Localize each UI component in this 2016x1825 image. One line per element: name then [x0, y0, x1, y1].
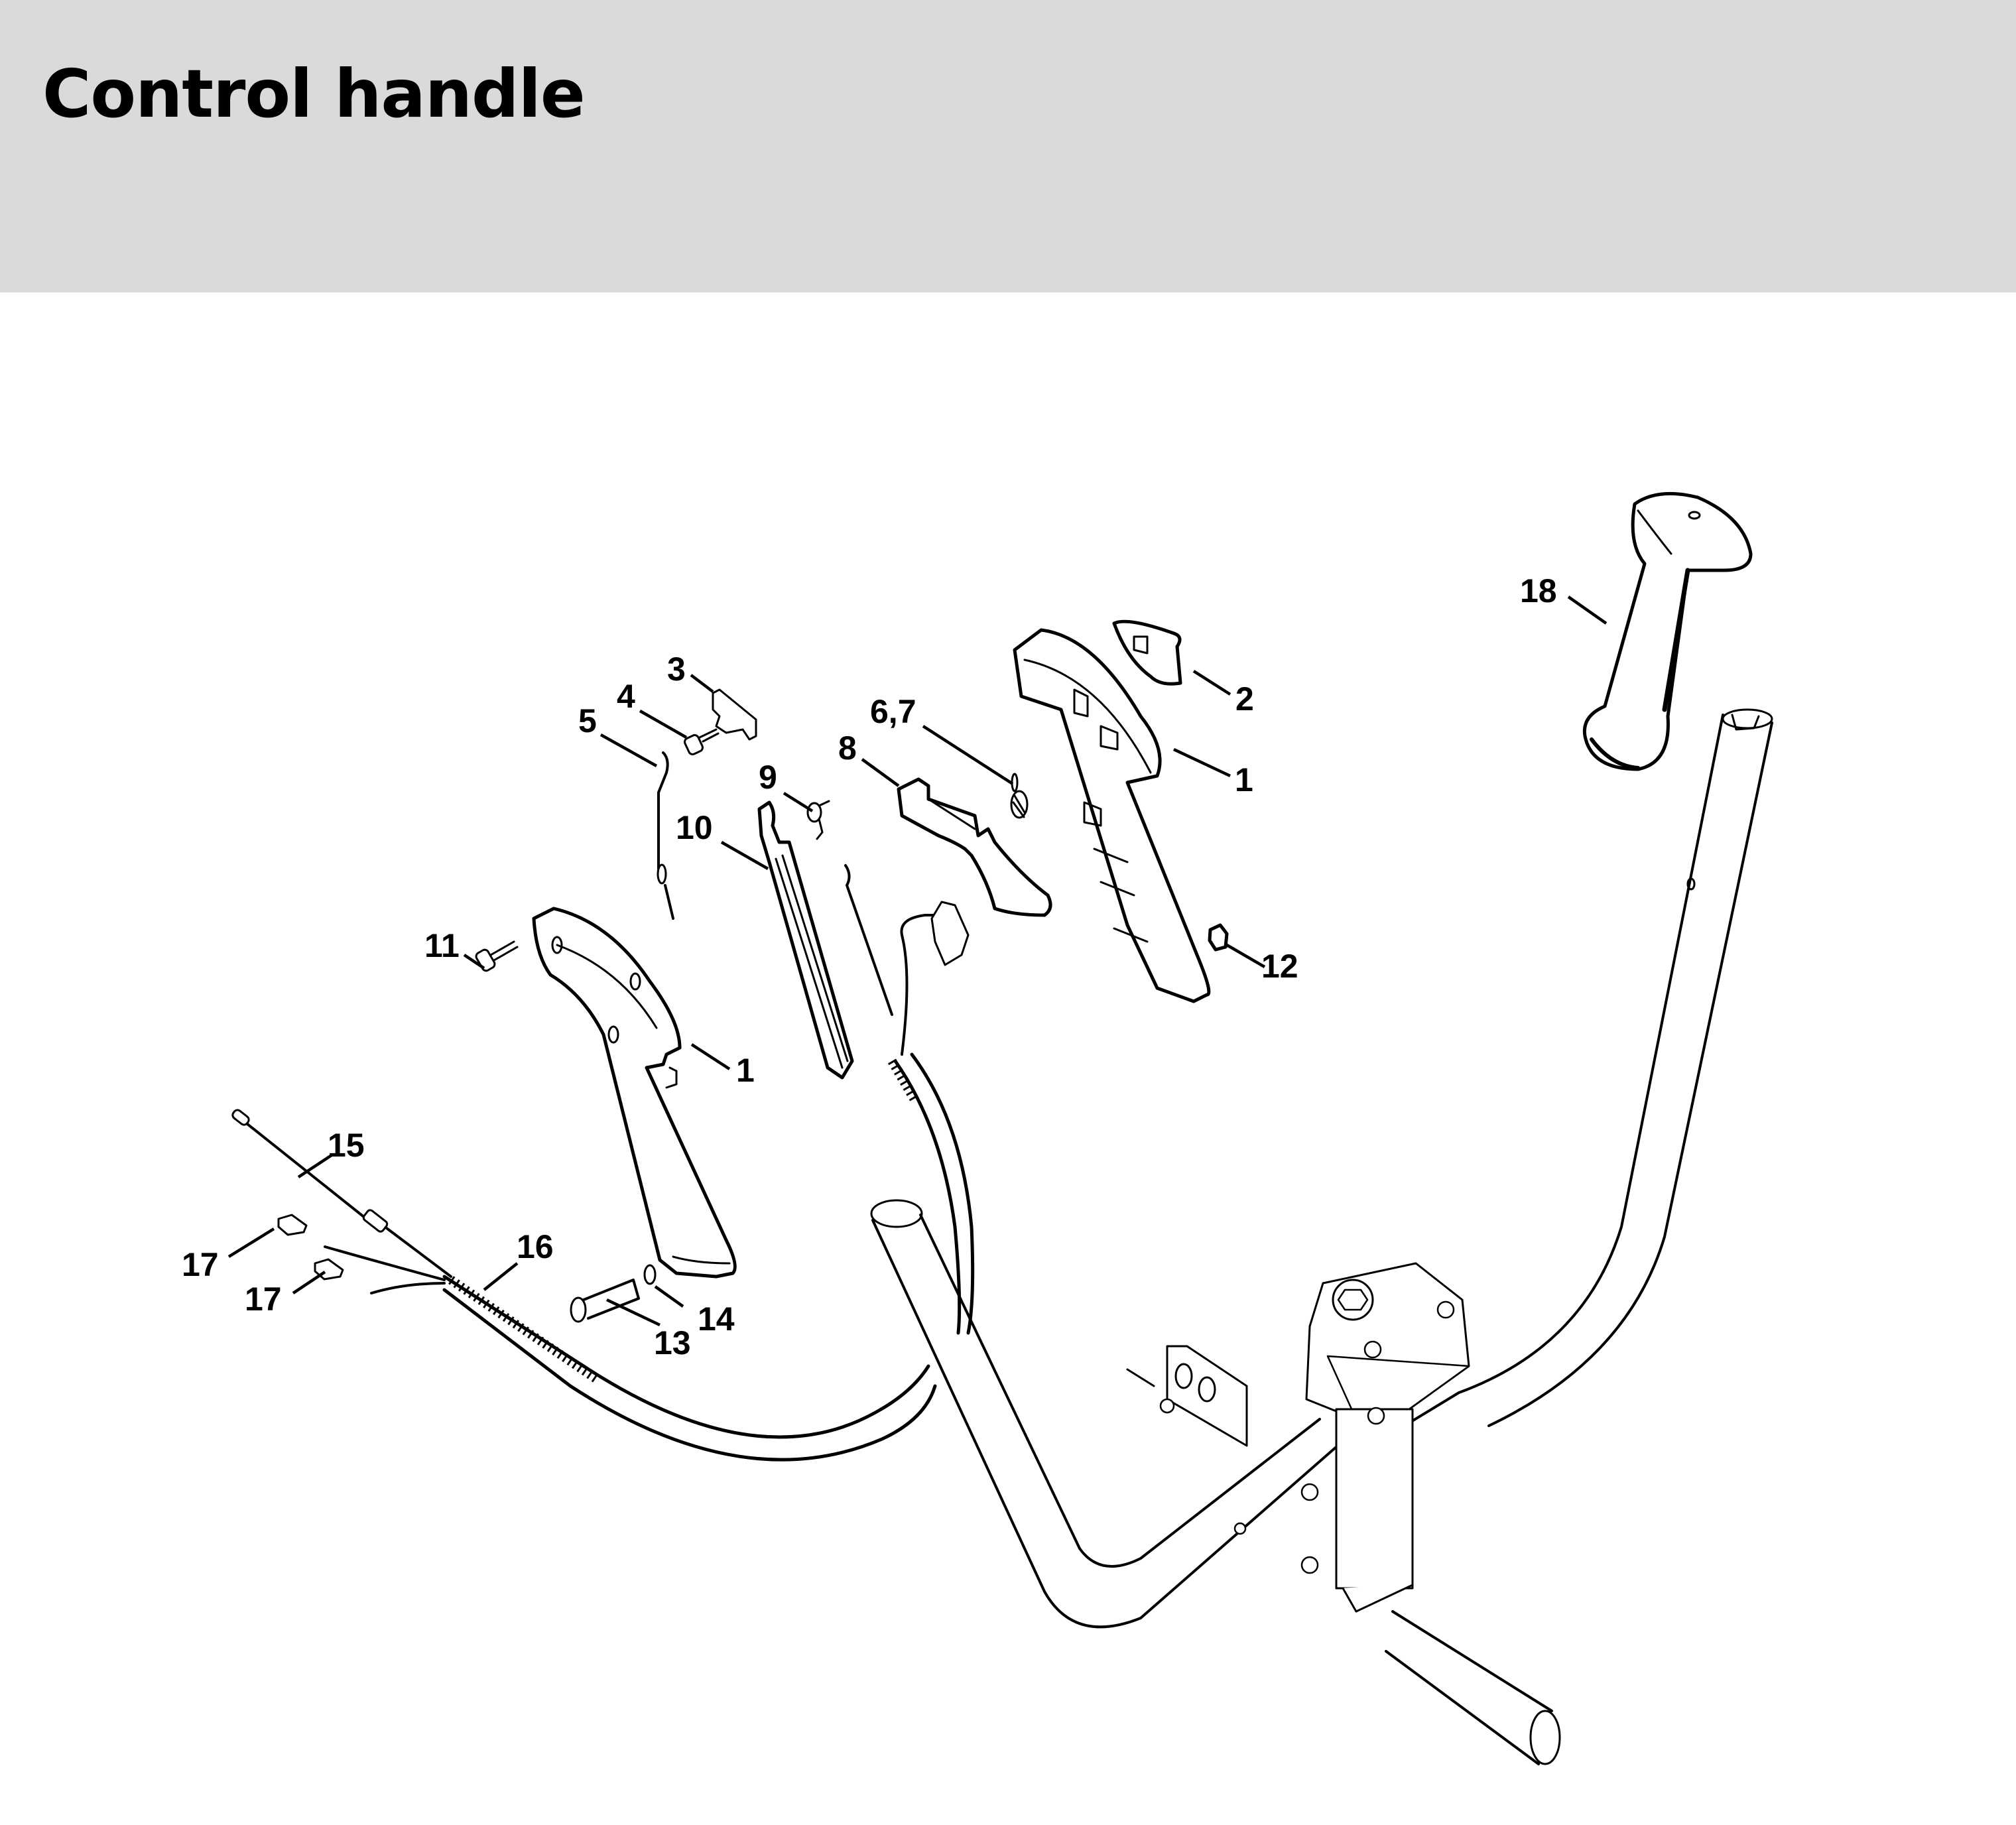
part-lock-lever [712, 688, 757, 741]
callout-1-upper: 1 [1235, 761, 1253, 798]
part-cable-hose [324, 901, 975, 1462]
callout-labels: 18 3 2 4 6,7 5 8 1 9 10 11 12 1 15 16 17… [182, 572, 1557, 1361]
part-screw-small [684, 728, 720, 755]
callout-17-b: 17 [245, 1281, 282, 1318]
part-bolt [570, 1279, 640, 1323]
part-slide-control [1112, 619, 1182, 686]
callout-6-7: 6,7 [870, 693, 916, 730]
leader-17b [292, 1271, 326, 1294]
leader-12 [1226, 944, 1266, 968]
callout-10: 10 [676, 809, 713, 846]
part-interlock-lever [757, 800, 854, 1080]
leader-1a [1173, 747, 1231, 778]
callout-3: 3 [667, 651, 686, 688]
leader-8 [861, 758, 900, 787]
callout-9: 9 [759, 759, 777, 796]
part-handle-housing-left [532, 907, 737, 1279]
leader-5 [599, 733, 658, 767]
callout-13: 13 [654, 1324, 691, 1361]
callout-18: 18 [1520, 572, 1557, 609]
leader-14 [654, 1285, 684, 1308]
leader-3 [690, 674, 714, 693]
page-title: Control handle [42, 55, 586, 133]
part-throttle-cable [231, 864, 893, 1233]
callout-16: 16 [517, 1228, 554, 1265]
leader-1b [690, 1043, 731, 1070]
leader-lines [227, 596, 1607, 1327]
part-throttle-trigger [897, 777, 1052, 917]
leader-15 [297, 1154, 333, 1178]
callout-4: 4 [617, 678, 635, 715]
leader-4 [639, 710, 688, 739]
leader-11 [463, 954, 485, 970]
callout-14: 14 [698, 1300, 735, 1338]
callout-2: 2 [1235, 680, 1254, 718]
part-throttle-rod [657, 751, 674, 920]
leader-13 [606, 1298, 661, 1327]
leader-16 [483, 1262, 519, 1291]
callout-5: 5 [578, 702, 597, 739]
callout-17-a: 17 [182, 1246, 219, 1283]
part-torsion-spring [806, 800, 830, 840]
callout-15: 15 [328, 1127, 365, 1164]
leader-67 [922, 725, 1014, 785]
part-handle-housing-right [1013, 628, 1211, 1003]
leader-10 [720, 841, 769, 870]
leader-2 [1192, 670, 1231, 696]
callout-1-lower: 1 [736, 1052, 755, 1089]
leader-17a [227, 1227, 275, 1258]
part-spring-pair [1010, 773, 1029, 819]
callout-12: 12 [1261, 948, 1298, 985]
handle-mount-clamp [1126, 1262, 1470, 1613]
header-band: Control handle [0, 0, 2016, 292]
part-washer [643, 1264, 657, 1285]
part-terminal-connector [277, 1214, 344, 1281]
leader-9 [783, 792, 814, 812]
part-nut [1208, 923, 1229, 952]
part-handle-grip [1582, 491, 1753, 771]
leader-18 [1567, 596, 1607, 625]
callout-8: 8 [838, 729, 857, 767]
callout-11: 11 [424, 927, 460, 964]
